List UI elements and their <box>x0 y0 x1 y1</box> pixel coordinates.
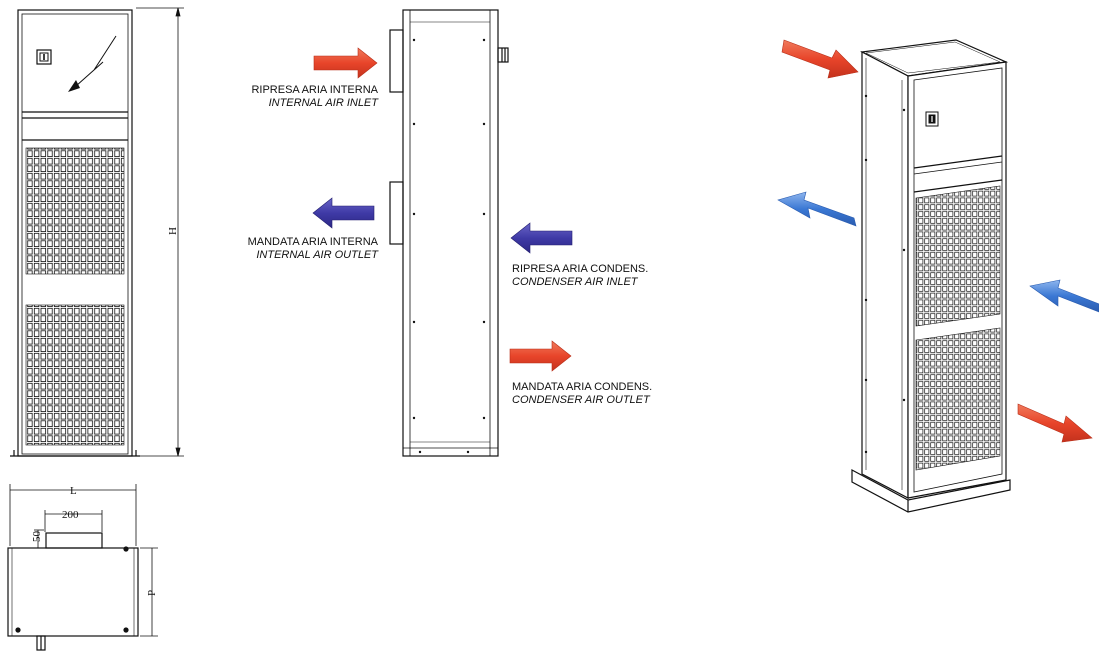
condenser-air-inlet-label: RIPRESA ARIA CONDENS. CONDENSER AIR INLE… <box>512 263 648 289</box>
internal-air-outlet-en: INTERNAL AIR OUTLET <box>256 249 378 261</box>
internal-air-inlet-en: INTERNAL AIR INLET <box>268 97 378 109</box>
iso-condenser-inlet-arrow <box>1029 279 1099 313</box>
rotary-switch-icon <box>36 49 52 65</box>
side-view <box>389 9 509 457</box>
condenser-air-outlet-it: MANDATA ARIA CONDENS. <box>512 381 653 393</box>
condenser-inlet-arrow <box>510 222 573 254</box>
condenser-air-outlet-label: MANDATA ARIA CONDENS. CONDENSER AIR OUTL… <box>512 381 652 407</box>
height-dimension <box>136 7 184 457</box>
internal-air-outlet-label: MANDATA ARIA INTERNA INTERNAL AIR OUTLET <box>200 236 378 262</box>
isometric-grilles <box>915 185 1001 471</box>
offset-50-label: 50 <box>31 531 43 543</box>
condenser-air-outlet-en: CONDENSER AIR OUTLET <box>512 394 650 406</box>
length-dimension <box>9 484 158 637</box>
internal-air-outlet-it: MANDATA ARIA INTERNA <box>247 236 378 248</box>
width-200-label: 200 <box>62 509 79 521</box>
internal-inlet-arrow <box>313 47 378 79</box>
iso-condenser-outlet-arrow <box>1017 403 1093 443</box>
iso-internal-inlet-arrow <box>781 39 859 79</box>
side-view-screws <box>412 38 486 454</box>
lightning-bolt-icon <box>68 35 117 92</box>
height-dimension-label: H <box>167 227 179 235</box>
length-dimension-label: L <box>70 485 77 497</box>
internal-outlet-arrow <box>312 197 375 229</box>
iso-internal-outlet-arrow <box>777 191 857 227</box>
internal-air-inlet-it: RIPRESA ARIA INTERNA <box>251 84 378 96</box>
isometric-switch-icon <box>925 111 939 127</box>
depth-dimension-label: P <box>146 590 158 596</box>
condenser-air-inlet-en: CONDENSER AIR INLET <box>512 276 638 288</box>
condenser-air-inlet-it: RIPRESA ARIA CONDENS. <box>512 263 649 275</box>
top-view <box>7 532 139 651</box>
isometric-side-screws <box>864 94 906 454</box>
internal-air-inlet-label: RIPRESA ARIA INTERNA INTERNAL AIR INLET <box>210 84 378 110</box>
condenser-outlet-arrow <box>509 340 572 372</box>
front-view <box>10 9 140 457</box>
